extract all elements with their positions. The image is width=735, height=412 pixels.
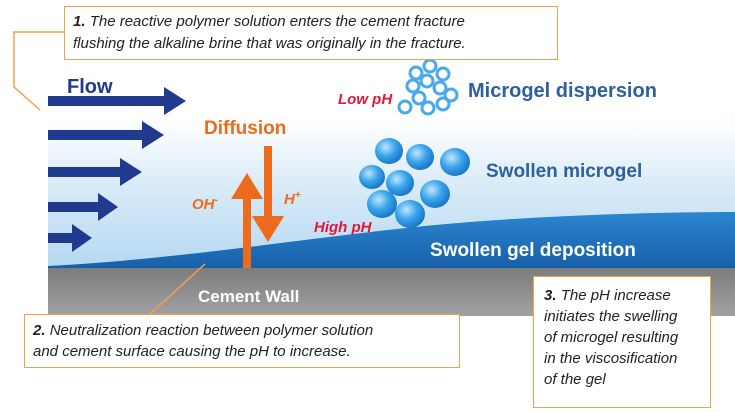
microgel-particle: [411, 90, 427, 106]
flow-arrow-icon: [48, 87, 186, 115]
microgel-particle: [432, 80, 448, 96]
microgel-particle: [397, 99, 413, 115]
swollen-microgel-particle: [359, 165, 385, 189]
callout-step-3: 3. The pH increase initiates the swellin…: [533, 276, 711, 408]
callout-step-3-line-3: of microgel resulting: [544, 329, 679, 346]
microgel-particle: [435, 96, 451, 112]
cement-wall-label: Cement Wall: [198, 287, 300, 306]
hydrogen-charge: +: [294, 190, 301, 201]
flow-arrow-icon: [48, 121, 164, 149]
callout-step-3-line-1: 3. The pH increase: [544, 285, 700, 306]
callout-step-2-text-1: Neutralization reaction between polymer …: [49, 322, 374, 339]
microgel-particle: [443, 87, 459, 103]
flow-arrow-icon: [48, 193, 118, 221]
swollen-gel-layer: [48, 212, 735, 270]
hydroxide-charge: -: [214, 195, 218, 206]
callout2-leader: [149, 263, 206, 315]
microgel-particle: [422, 58, 438, 74]
swollen-microgel-cluster: [359, 138, 470, 228]
callout1-leader: [13, 31, 64, 111]
callout-step-2-line-1: 2. Neutralization reaction between polym…: [33, 320, 451, 341]
callout-step-2-number: 2.: [33, 322, 46, 339]
callout-step-1-line-2: flushing the alkaline brine that was ori…: [73, 35, 466, 52]
flow-arrows: [48, 87, 186, 252]
callout-step-3-line-4: in the viscosification: [544, 350, 678, 367]
swollen-microgel-particle: [367, 190, 397, 218]
callout-step-2: 2. Neutralization reaction between polym…: [24, 314, 460, 368]
swollen-microgel-particle: [420, 180, 450, 208]
swollen-microgel-particle: [395, 200, 425, 228]
callout-step-3-number: 3.: [544, 287, 557, 304]
hydrogen-ion-label: H+: [284, 190, 301, 208]
low-ph-label: Low pH: [338, 91, 393, 108]
microgel-dispersion-cluster: [397, 58, 459, 116]
hydroxide-label: OH-: [192, 195, 218, 213]
callout-step-3-line-2: initiates the swelling: [544, 308, 678, 325]
callout-step-1: 1. The reactive polymer solution enters …: [64, 6, 558, 60]
high-ph-label: High pH: [314, 219, 372, 236]
callout-step-1-text-1: The reactive polymer solution enters the…: [89, 13, 465, 30]
callout-step-3-line-5: of the gel: [544, 371, 606, 388]
microgel-particle: [435, 66, 451, 82]
swollen-microgel-label: Swollen microgel: [486, 161, 643, 182]
hydroxide-symbol: OH: [192, 196, 215, 213]
callout-step-2-line-2: and cement surface causing the pH to inc…: [33, 343, 351, 360]
swollen-gel-deposition-label: Swollen gel deposition: [430, 240, 636, 261]
flow-arrow-icon: [48, 158, 142, 186]
swollen-microgel-particle: [440, 148, 470, 176]
hydrogen-symbol: H: [284, 191, 295, 208]
microgel-particle: [419, 73, 435, 89]
callout-step-1-line-1: 1. The reactive polymer solution enters …: [73, 11, 549, 33]
microgel-particle: [405, 78, 421, 94]
microgel-particle: [408, 65, 424, 81]
swollen-microgel-particle: [406, 144, 434, 170]
callout-step-1-number: 1.: [73, 13, 86, 30]
diffusion-arrows: [231, 146, 284, 268]
diffusion-label: Diffusion: [204, 118, 287, 139]
flow-label: Flow: [67, 76, 113, 98]
swollen-microgel-particle: [375, 138, 403, 164]
down-arrow-icon: [252, 146, 284, 242]
callout-step-3-text-1: The pH increase: [560, 287, 671, 304]
microgel-dispersion-label: Microgel dispersion: [468, 80, 657, 102]
up-arrow-icon: [231, 173, 263, 268]
flow-arrow-icon: [48, 224, 92, 252]
swollen-microgel-particle: [386, 170, 414, 196]
microgel-particle: [420, 100, 436, 116]
